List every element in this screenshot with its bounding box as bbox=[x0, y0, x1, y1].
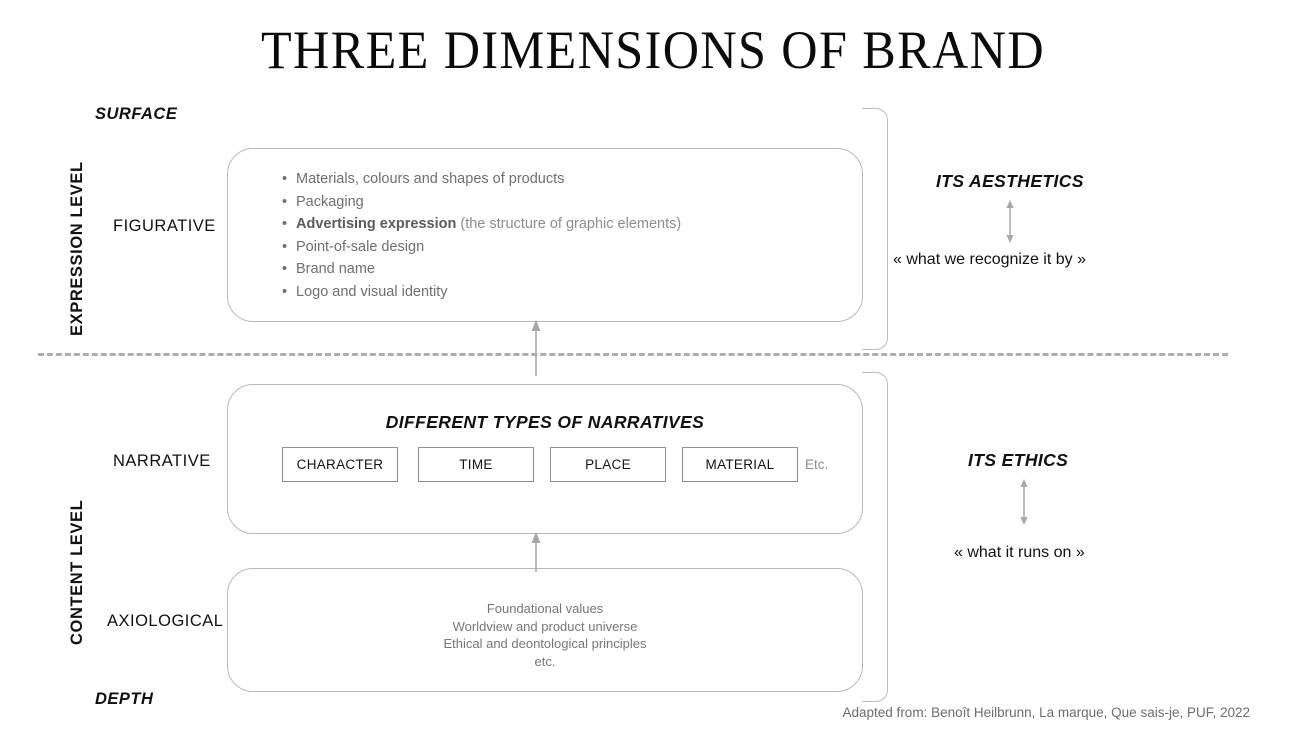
narrative-box-time: TIME bbox=[418, 447, 534, 482]
narrative-box-material: MATERIAL bbox=[682, 447, 798, 482]
row-label-axiological: AXIOLOGICAL bbox=[107, 612, 224, 630]
row-label-figurative: FIGURATIVE bbox=[113, 217, 216, 235]
annotation-its-aesthetics: ITS AESTHETICS bbox=[936, 171, 1084, 191]
page-title: THREE DIMENSIONS OF BRAND bbox=[260, 20, 1046, 80]
figurative-bullet-list: Materials, colours and shapes of product… bbox=[282, 168, 842, 304]
list-item: Brand name bbox=[282, 258, 842, 281]
bullet-text: Point-of-sale design bbox=[296, 238, 425, 255]
bullet-note: (the structure of graphic elements) bbox=[456, 216, 682, 233]
bullet-emphasis: Advertising expression bbox=[296, 216, 457, 233]
narrative-box-place: PLACE bbox=[550, 447, 666, 482]
row-label-narrative: NARRATIVE bbox=[113, 452, 211, 470]
annotation-its-ethics: ITS ETHICS bbox=[968, 450, 1069, 470]
bullet-text: Packaging bbox=[296, 193, 364, 210]
bracket-content-level bbox=[862, 372, 888, 702]
list-item: Logo and visual identity bbox=[282, 281, 842, 304]
list-item: Packaging bbox=[282, 191, 842, 214]
edge-label-surface: SURFACE bbox=[95, 105, 178, 123]
level-divider-dashed bbox=[38, 353, 1228, 356]
axiological-text: Foundational values Worldview and produc… bbox=[227, 600, 863, 670]
narrative-etc-label: Etc. bbox=[805, 457, 829, 472]
annotation-quote-runs-on: « what it runs on » bbox=[954, 544, 1085, 561]
bullet-text: Logo and visual identity bbox=[296, 283, 448, 300]
annotation-quote-recognize: « what we recognize it by » bbox=[893, 251, 1086, 268]
bullet-text: Brand name bbox=[296, 261, 375, 278]
source-attribution: Adapted from: Benoît Heilbrunn, La marqu… bbox=[842, 705, 1250, 720]
level-label-expression: EXPRESSION LEVEL bbox=[68, 161, 86, 336]
axiological-line: Worldview and product universe bbox=[452, 618, 638, 634]
axiological-line: etc. bbox=[534, 653, 556, 669]
edge-label-depth: DEPTH bbox=[95, 690, 154, 708]
narrative-heading: DIFFERENT TYPES OF NARRATIVES bbox=[385, 412, 705, 432]
double-arrow-ethics-icon bbox=[1020, 479, 1028, 525]
narrative-box-character: CHARACTER bbox=[282, 447, 398, 482]
axiological-line: Ethical and deontological principles bbox=[443, 636, 647, 651]
list-item: Point-of-sale design bbox=[282, 236, 842, 259]
list-item: Advertising expression (the structure of… bbox=[282, 213, 842, 236]
panel-axiological bbox=[227, 568, 863, 692]
bracket-expression-level bbox=[862, 108, 888, 350]
double-arrow-aesthetics-icon bbox=[1006, 200, 1014, 243]
list-item: Materials, colours and shapes of product… bbox=[282, 168, 842, 191]
level-label-content: CONTENT LEVEL bbox=[68, 499, 86, 645]
arrow-up-narrative-to-figurative bbox=[531, 320, 541, 376]
bullet-text: Materials, colours and shapes of product… bbox=[296, 171, 565, 187]
arrow-up-axiological-to-narrative bbox=[531, 532, 541, 572]
axiological-line: Foundational values bbox=[486, 601, 604, 616]
